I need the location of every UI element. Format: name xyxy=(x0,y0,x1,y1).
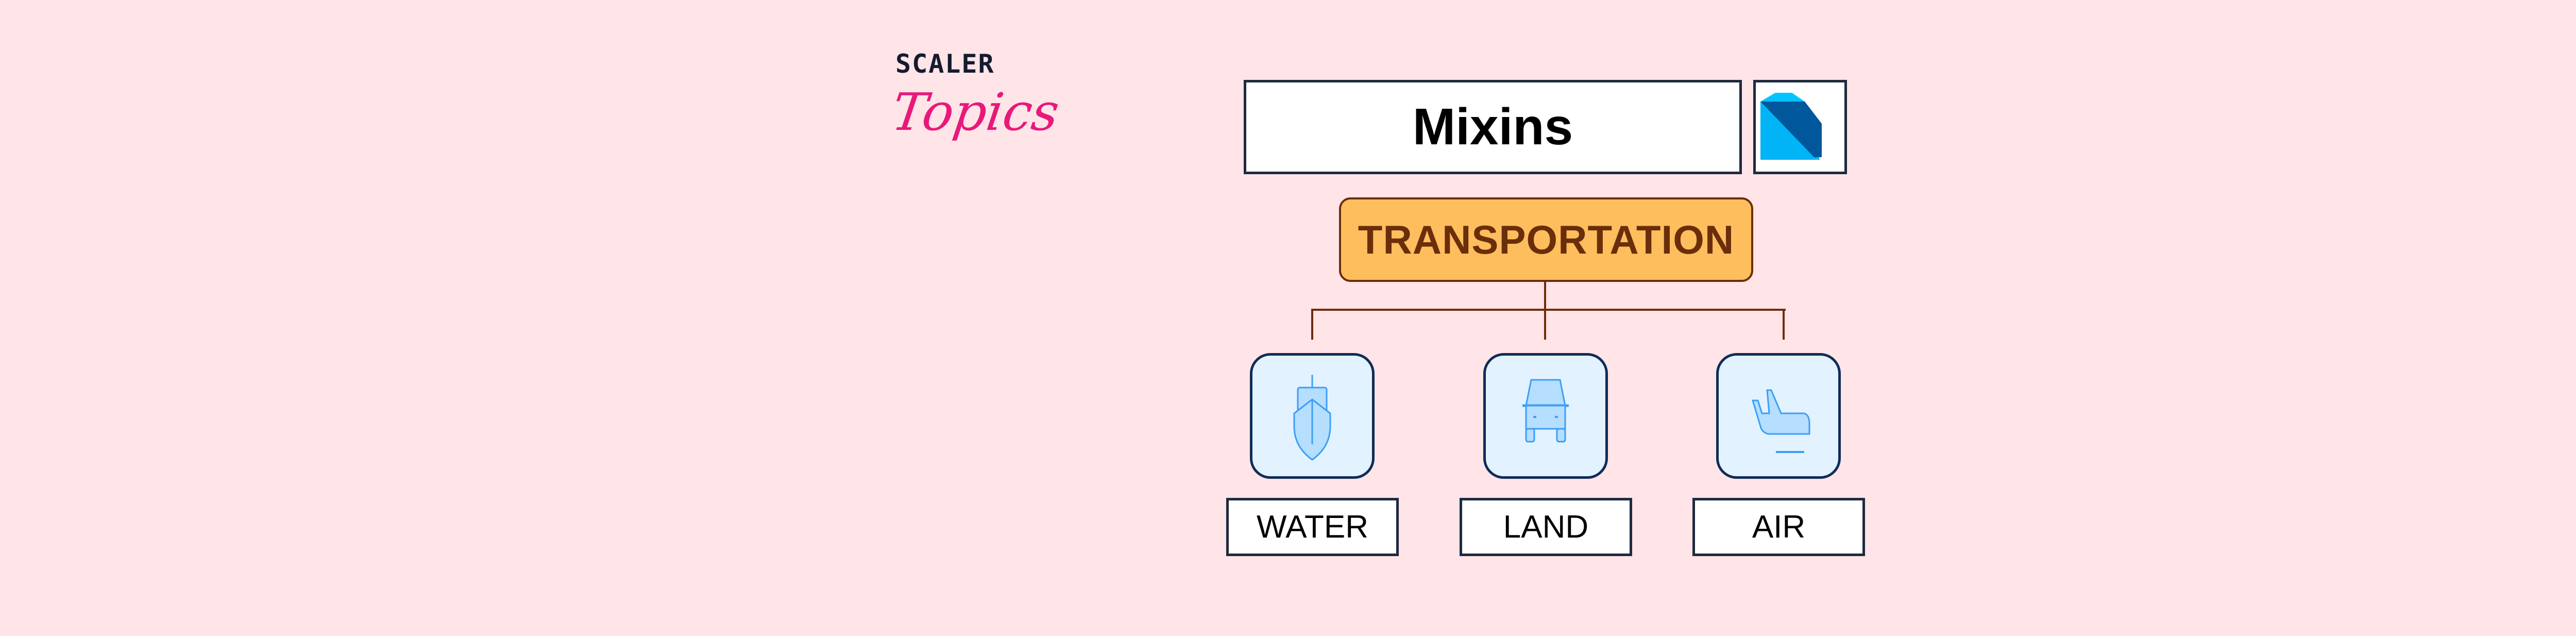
child-label-air: AIR xyxy=(1692,498,1865,556)
connector-trunk xyxy=(1544,282,1546,311)
dart-logo-icon xyxy=(1760,93,1822,160)
logo-topics: Topics xyxy=(888,82,1063,142)
airplane-icon xyxy=(1751,389,1810,453)
water-icon-box xyxy=(1250,353,1375,479)
air-icon-box xyxy=(1716,353,1841,479)
ship-icon xyxy=(1293,375,1331,461)
connector-land xyxy=(1544,309,1546,340)
child-label-water: WATER xyxy=(1226,498,1399,556)
land-icon-box xyxy=(1483,353,1608,479)
root-node-transportation: TRANSPORTATION xyxy=(1339,197,1753,282)
car-icon xyxy=(1522,379,1569,443)
logo-scaler: SCALER xyxy=(895,49,995,79)
dart-logo-box xyxy=(1753,80,1847,174)
page-title: Mixins xyxy=(1244,80,1742,174)
connector-air xyxy=(1783,309,1785,340)
child-label-land: LAND xyxy=(1460,498,1632,556)
connector-water xyxy=(1311,309,1313,340)
connector-horizontal xyxy=(1311,309,1786,311)
